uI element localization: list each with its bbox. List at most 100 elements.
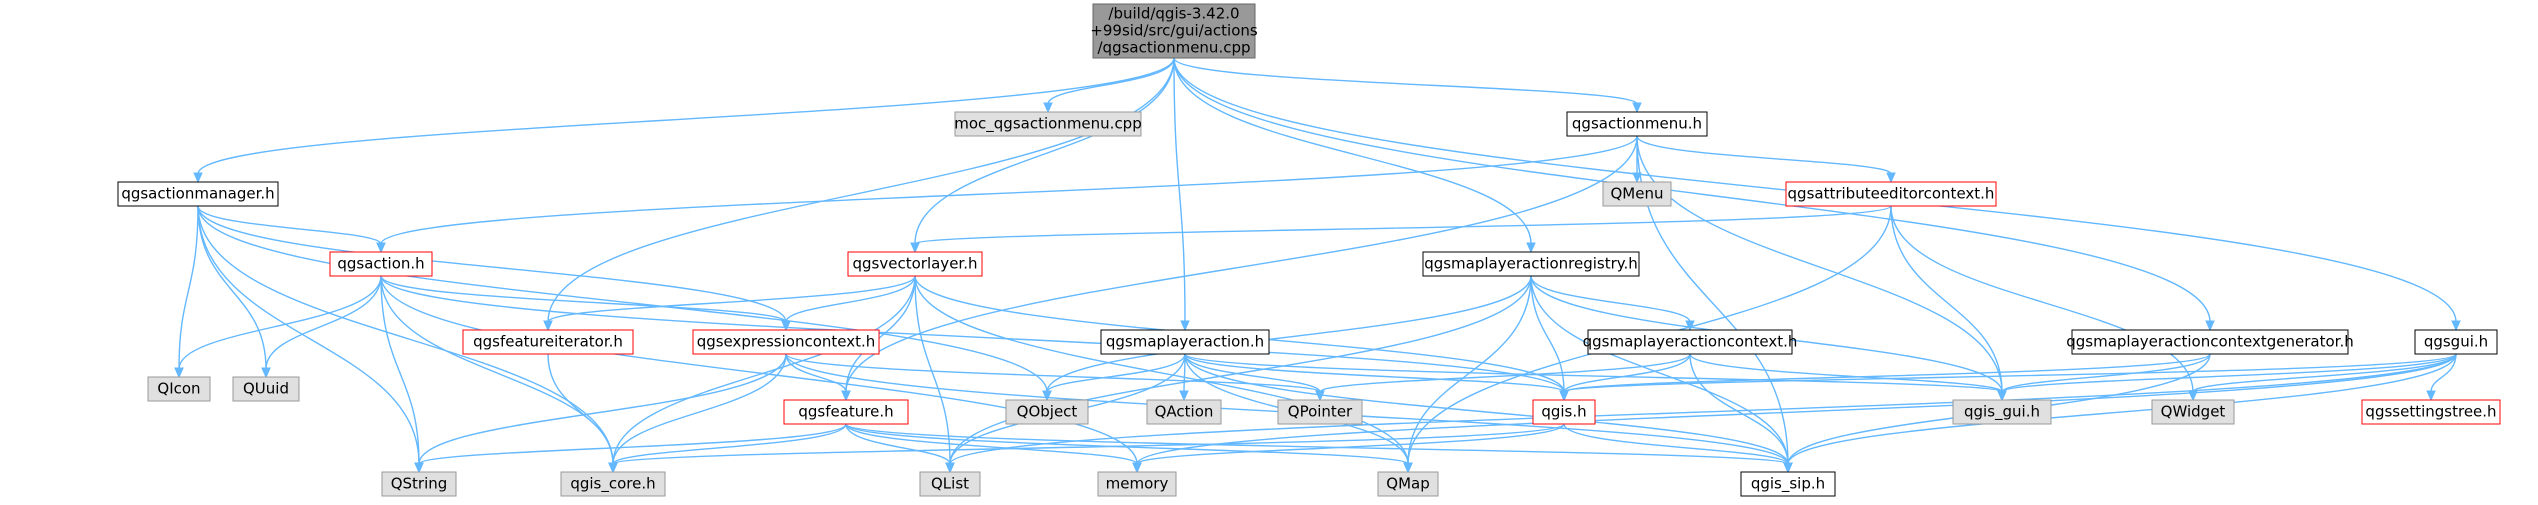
include-edge-vectorlayer-to-qgiscore	[612, 275, 916, 465]
node-qpointer: QPointer	[1277, 399, 1363, 425]
include-edge-root-to-maplayeraction	[1173, 57, 1186, 323]
arrowhead-icon	[1042, 390, 1052, 402]
node-box	[1377, 471, 1439, 497]
node-label: qgsfeature.h	[798, 403, 893, 421]
include-edge-actionmanager-to-quuid	[197, 205, 267, 370]
node-qgsfeature-h[interactable]: qgsfeature.h	[783, 399, 909, 425]
node-label: qgsactionmanager.h	[121, 185, 274, 203]
node-box	[2361, 399, 2501, 425]
include-edge-maplayeractionctx-to-qgissip	[1689, 353, 1789, 465]
node-label: qgssettingstree.h	[2365, 403, 2496, 421]
arrowhead-icon	[910, 242, 920, 254]
node-qgsgui-h[interactable]: qgsgui.h	[2414, 329, 2498, 355]
node-label: QMenu	[1611, 185, 1664, 203]
node-qgsmaplayeractioncontext-h[interactable]: qgsmaplayeractioncontext.h	[1583, 329, 1798, 355]
include-edge-root-to-ctxgen	[1173, 57, 2211, 323]
include-edge-root-to-registry	[1173, 57, 1532, 245]
node-box	[1005, 399, 1089, 425]
include-edge-qgis-to-qgiscore	[612, 423, 1565, 465]
include-edge-action-to-exprctx	[380, 275, 787, 323]
node-qgsvectorlayer-h[interactable]: qgsvectorlayer.h	[847, 251, 983, 277]
include-edge-feature-to-qgissip	[845, 423, 1789, 465]
node-label: moc_qgsactionmenu.cpp	[954, 115, 1141, 134]
node-box	[783, 399, 909, 425]
include-edge-actionmenu-to-action	[380, 135, 1638, 245]
include-edge-qgsgui-to-settingstree	[2430, 353, 2457, 393]
node-qgsmaplayeraction-h[interactable]: qgsmaplayeraction.h	[1100, 329, 1270, 355]
node-qgis-h[interactable]: qgis.h	[1532, 399, 1596, 425]
node-qgsmaplayeractioncontextgenerator-h[interactable]: qgsmaplayeractioncontextgenerator.h	[2066, 329, 2354, 355]
include-edge-feature-to-qstring	[418, 423, 847, 465]
include-edge-root-to-moc	[1047, 57, 1175, 105]
include-edge-root-to-vectorlayer	[914, 57, 1175, 245]
node-box	[1146, 399, 1222, 425]
include-edge-maplayeractionctx-to-qpointer	[1319, 353, 1691, 393]
arrowhead-icon	[376, 242, 386, 254]
node-label: qgis_gui.h	[1964, 403, 2040, 422]
node-label: qgsexpressioncontext.h	[697, 333, 876, 351]
include-edge-qgis-to-qgissip	[1563, 423, 1789, 465]
node-box	[2414, 329, 2498, 355]
node-box	[117, 181, 279, 207]
node-box	[2151, 399, 2235, 425]
node-box	[462, 329, 634, 355]
include-edge-actionmenu-to-feature	[845, 135, 1638, 393]
node-qgsmaplayeractionregistry-h[interactable]: qgsmaplayeractionregistry.h	[1422, 251, 1640, 277]
include-edge-exprctx-to-qgiscore	[612, 353, 787, 465]
include-edge-feature-to-qmap	[845, 423, 1409, 465]
include-edge-root-to-featiter	[547, 57, 1175, 323]
node-qgsactionmenu-cpp[interactable]: /build/qgis-3.42.0+99sid/src/gui/actions…	[1090, 3, 1258, 59]
arrowhead-icon	[1783, 462, 1793, 474]
arrowhead-icon	[1180, 320, 1190, 332]
node-qgsexpressioncontext-h[interactable]: qgsexpressioncontext.h	[692, 329, 880, 355]
node-qobject: QObject	[1005, 399, 1089, 425]
include-edge-qgsgui-to-qwidget	[2192, 353, 2457, 393]
include-edge-feature-to-qlist	[845, 423, 951, 465]
node-box	[1092, 3, 1256, 59]
include-edge-registry-to-qlist	[949, 275, 1532, 465]
node-label: QUuid	[243, 380, 289, 398]
node-qgssettingstree-h[interactable]: qgssettingstree.h	[2361, 399, 2501, 425]
include-edge-actionmanager-to-action	[197, 205, 382, 245]
include-edge-actionmanager-to-qgiscore	[197, 205, 614, 465]
include-edge-exprctx-to-qpointer	[785, 353, 1321, 393]
arrowhead-icon	[1632, 172, 1642, 184]
node-box	[1097, 471, 1177, 497]
include-edge-action-to-qgiscore	[380, 275, 614, 465]
node-label: qgsmaplayeractioncontext.h	[1583, 333, 1798, 351]
node-box	[1952, 399, 2052, 425]
node-qgis-sip-h[interactable]: qgis_sip.h	[1740, 471, 1836, 497]
node-box	[919, 471, 981, 497]
arrowhead-icon	[1559, 390, 1569, 402]
node-qwidget: QWidget	[2151, 399, 2235, 425]
node-qgsaction-h[interactable]: qgsaction.h	[329, 251, 433, 277]
node-qgsactionmenu-h[interactable]: qgsactionmenu.h	[1566, 111, 1708, 137]
include-edge-feature-to-qgiscore	[612, 423, 847, 465]
include-edge-registry-to-qgissip	[1530, 275, 1789, 465]
include-edge-attreditctx-to-vectorlayer	[914, 205, 1892, 245]
arrowhead-icon	[1043, 102, 1053, 114]
node-label: /build/qgis-3.42.0	[1108, 5, 1239, 23]
include-edge-actionmanager-to-exprctx	[197, 205, 787, 323]
include-edge-exprctx-to-qstring	[418, 353, 787, 465]
include-edge-maplayeraction-to-qgisgui	[1184, 353, 2003, 393]
arrowhead-icon	[1179, 390, 1189, 402]
node-box	[1566, 111, 1708, 137]
include-edge-exprctx-to-feature	[785, 353, 847, 393]
node-box	[1422, 251, 1640, 277]
node-label: qgsattributeeditorcontext.h	[1788, 185, 1995, 203]
node-qgsattributeeditorcontext-h[interactable]: qgsattributeeditorcontext.h	[1785, 181, 1997, 207]
node-box	[232, 376, 300, 402]
arrowhead-icon	[841, 390, 851, 402]
node-qgsactionmanager-h[interactable]: qgsactionmanager.h	[117, 181, 279, 207]
include-edge-action-to-qgis	[380, 275, 1565, 393]
include-edge-vectorlayer-to-qlist	[914, 275, 951, 465]
node-qgis-gui-h: qgis_gui.h	[1952, 399, 2052, 425]
node-qgsfeatureiterator-h[interactable]: qgsfeatureiterator.h	[462, 329, 634, 355]
include-edge-action-to-qicon	[178, 275, 382, 370]
include-edge-qgsgui-to-qgisgui	[2001, 353, 2457, 393]
arrowhead-icon	[174, 367, 184, 379]
node-label: qgsaction.h	[337, 255, 424, 273]
node-memory: memory	[1097, 471, 1177, 497]
